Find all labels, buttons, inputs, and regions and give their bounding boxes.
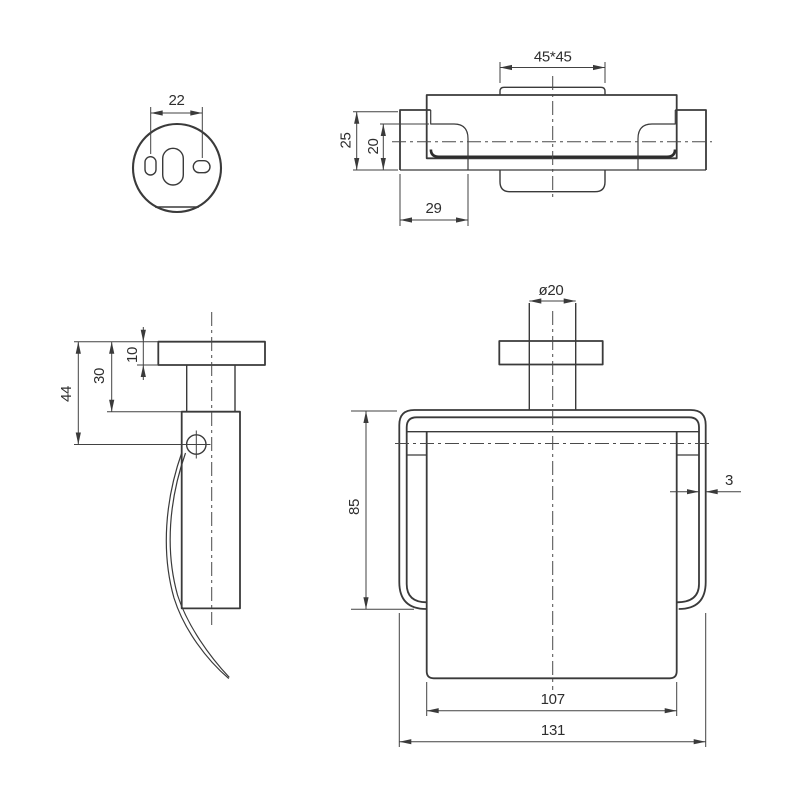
dimension-label: 29 xyxy=(425,200,441,217)
dimension-label: 22 xyxy=(168,92,184,109)
dimension-height: 85 xyxy=(346,410,414,610)
side-view: 10 30 44 xyxy=(58,312,266,680)
dimension-stem-length: 30 xyxy=(91,341,182,413)
dimension-label: 3 xyxy=(725,472,733,489)
right-rail-end-outer xyxy=(675,109,707,170)
cover-outline xyxy=(425,431,678,680)
dimension-depth-outer: 25 xyxy=(338,111,398,171)
rail-body-side xyxy=(180,410,241,610)
dimension-label: 25 xyxy=(338,132,355,148)
dimension-inner-width: 107 xyxy=(426,682,678,716)
cover-flap-profile-inner xyxy=(169,452,230,678)
dimension-screw-offset: 44 xyxy=(58,341,184,445)
dimension-label: 107 xyxy=(541,691,565,708)
right-rail-end-inner xyxy=(637,110,676,170)
dimension-label: 44 xyxy=(58,386,75,402)
dimension-end-width: 29 xyxy=(399,174,469,226)
dimension-overall-width: 131 xyxy=(398,613,707,747)
dimension-label: ø20 xyxy=(539,282,564,299)
dimension-label: 20 xyxy=(365,138,382,154)
rail-outer-edge xyxy=(398,409,707,610)
cover-top-face xyxy=(425,94,678,160)
dimension-label: 131 xyxy=(541,722,565,739)
cover-flap-profile-outer xyxy=(165,451,230,680)
center-oval-cutout xyxy=(161,147,184,186)
dimension-stem-diameter: ø20 xyxy=(529,282,576,304)
dimension-slot-spacing: 22 xyxy=(150,92,203,158)
dimension-depth-inner: 20 xyxy=(365,123,429,170)
dimension-label: 45*45 xyxy=(534,49,572,66)
left-rail-end-outer xyxy=(399,109,431,170)
backplate-view: 22 xyxy=(131,92,223,214)
dimension-bar-thickness: 3 xyxy=(670,472,741,495)
dimension-label: 85 xyxy=(346,499,363,515)
left-mount-slot xyxy=(144,155,157,176)
dimension-plate-thickness: 10 xyxy=(124,327,159,380)
dimension-label: 10 xyxy=(124,347,141,363)
wall-flange-front xyxy=(498,340,604,366)
dimension-plate-size: 45*45 xyxy=(499,49,606,83)
front-view: ø20 85 3 107 131 xyxy=(346,282,741,747)
top-view: 45*45 25 20 29 xyxy=(338,49,712,226)
dimension-label: 30 xyxy=(91,368,108,384)
backplate-circle xyxy=(131,122,223,214)
right-mount-slot xyxy=(192,159,211,174)
wall-plate-bottom-tab xyxy=(499,170,606,193)
left-rail-end-inner xyxy=(430,110,469,170)
